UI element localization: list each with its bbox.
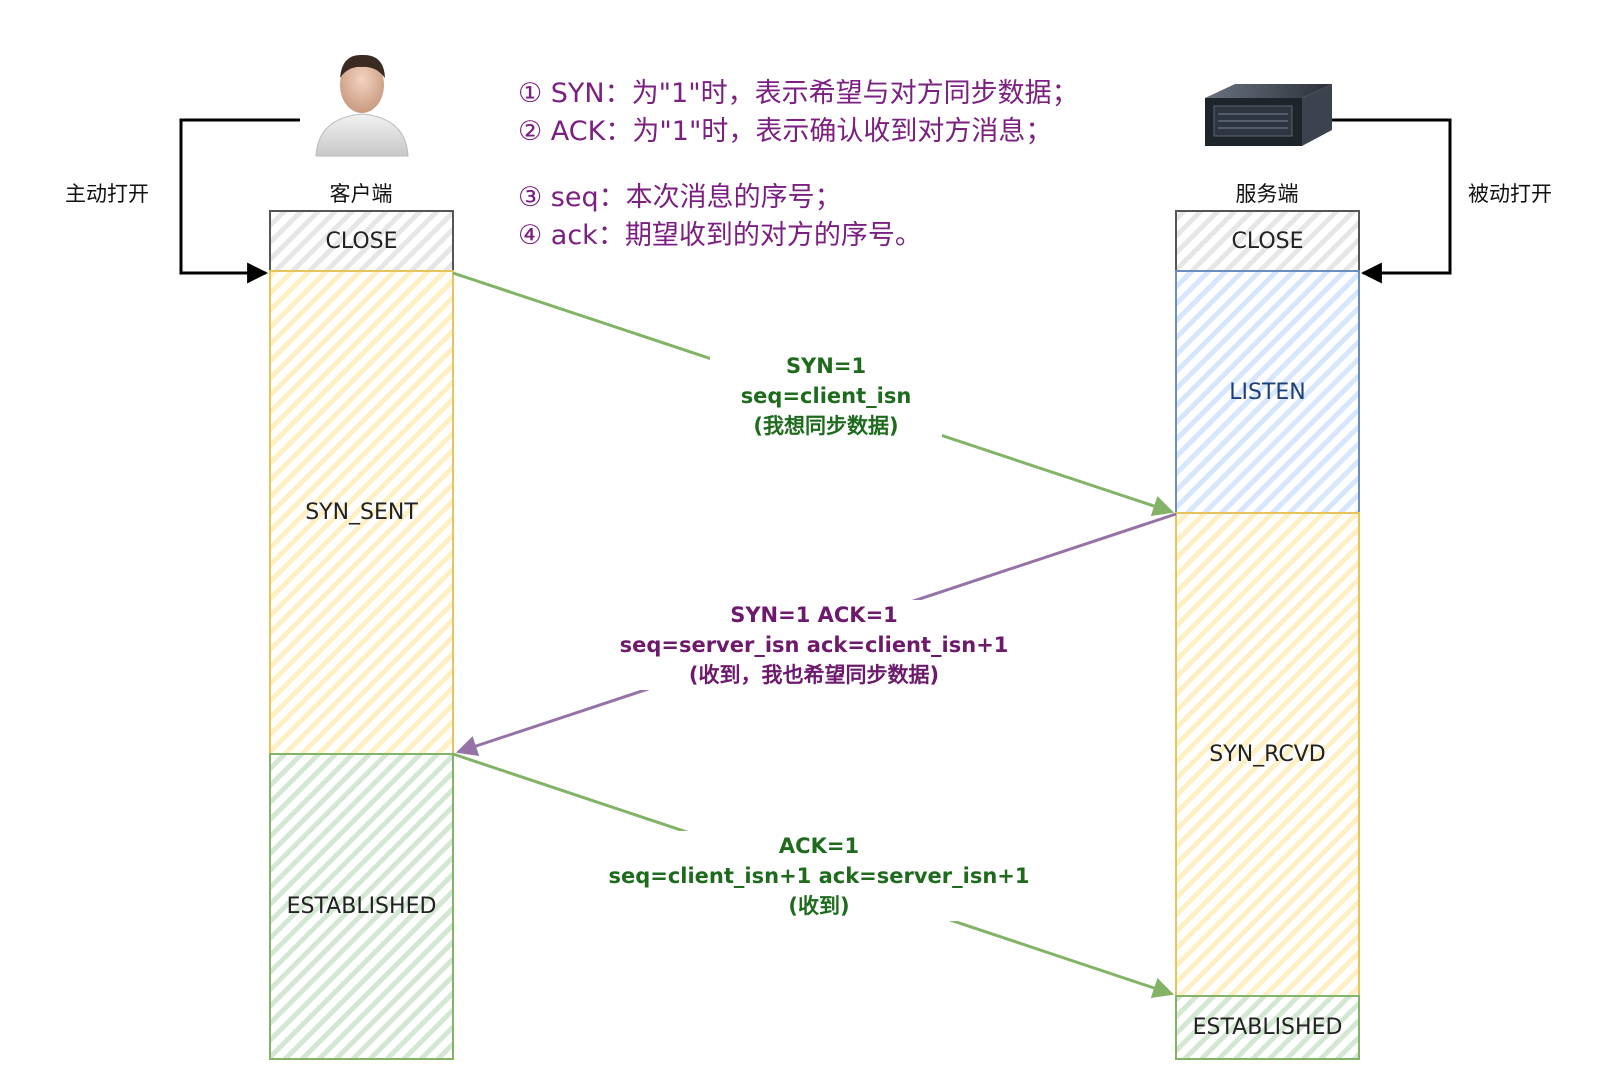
- server-icon: [1205, 84, 1332, 146]
- syn-message-line-2: seq=client_isn: [740, 384, 912, 408]
- client-state-close-box: [269, 210, 454, 272]
- client-name-label: 客户端: [329, 182, 393, 206]
- syn-ack-message-line-3: (收到，我也希望同步数据): [688, 663, 940, 687]
- server-state-listen-label: LISTEN: [1229, 379, 1306, 405]
- legend-notes: ① SYN：为"1"时，表示希望与对方同步数据； ② ACK：为"1"时，表示确…: [518, 75, 1079, 255]
- client-open-label: 主动打开: [65, 182, 149, 206]
- server-state-close-box: [1175, 210, 1360, 272]
- server-state-syn-rcvd-box: [1175, 512, 1360, 997]
- ack-message-line-2: seq=client_isn+1 ack=server_isn+1: [608, 864, 1030, 888]
- server-state-close-label: CLOSE: [1231, 228, 1304, 254]
- server-name-label: 服务端: [1235, 182, 1299, 206]
- server-open-label: 被动打开: [1468, 182, 1552, 206]
- client-state-established-box: [269, 753, 454, 1060]
- client-state-established-label: ESTABLISHED: [286, 894, 437, 919]
- note-ack-number: ④ ack：期望收到的对方的序号。: [518, 220, 922, 251]
- ack-message-line-3: (收到): [788, 894, 850, 918]
- client-state-close-label: CLOSE: [325, 228, 398, 254]
- server-state-established-label: ESTABLISHED: [1192, 1015, 1343, 1040]
- note-seq: ③ seq：本次消息的序号；: [518, 182, 842, 213]
- syn-message-line-1: SYN=1: [785, 354, 867, 378]
- client-person-icon: [315, 54, 409, 157]
- syn-message-label: SYN=1 seq=client_isn (我想同步数据): [710, 351, 942, 441]
- syn-ack-message-label: SYN=1 ACK=1 seq=server_isn ack=client_is…: [588, 600, 1040, 690]
- note-ack: ② ACK：为"1"时，表示确认收到对方消息；: [518, 116, 1053, 147]
- client-state-syn-sent-box: [269, 270, 454, 755]
- ack-message-line-1: ACK=1: [778, 834, 860, 858]
- server-open-arrow: [1330, 118, 1452, 284]
- server-state-established-box: [1175, 995, 1360, 1060]
- client-open-arrow: [179, 118, 300, 284]
- syn-ack-message-line-2: seq=server_isn ack=client_isn+1: [619, 633, 1009, 657]
- server-state-syn-rcvd-label: SYN_RCVD: [1209, 742, 1326, 767]
- client-state-syn-sent-label: SYN_SENT: [305, 500, 418, 525]
- note-syn: ① SYN：为"1"时，表示希望与对方同步数据；: [518, 78, 1079, 109]
- ack-message-label: ACK=1 seq=client_isn+1 ack=server_isn+1 …: [578, 831, 1060, 921]
- server-state-listen-box: [1175, 270, 1360, 514]
- syn-message-line-3: (我想同步数据): [753, 414, 899, 438]
- syn-ack-message-line-1: SYN=1 ACK=1: [730, 603, 898, 627]
